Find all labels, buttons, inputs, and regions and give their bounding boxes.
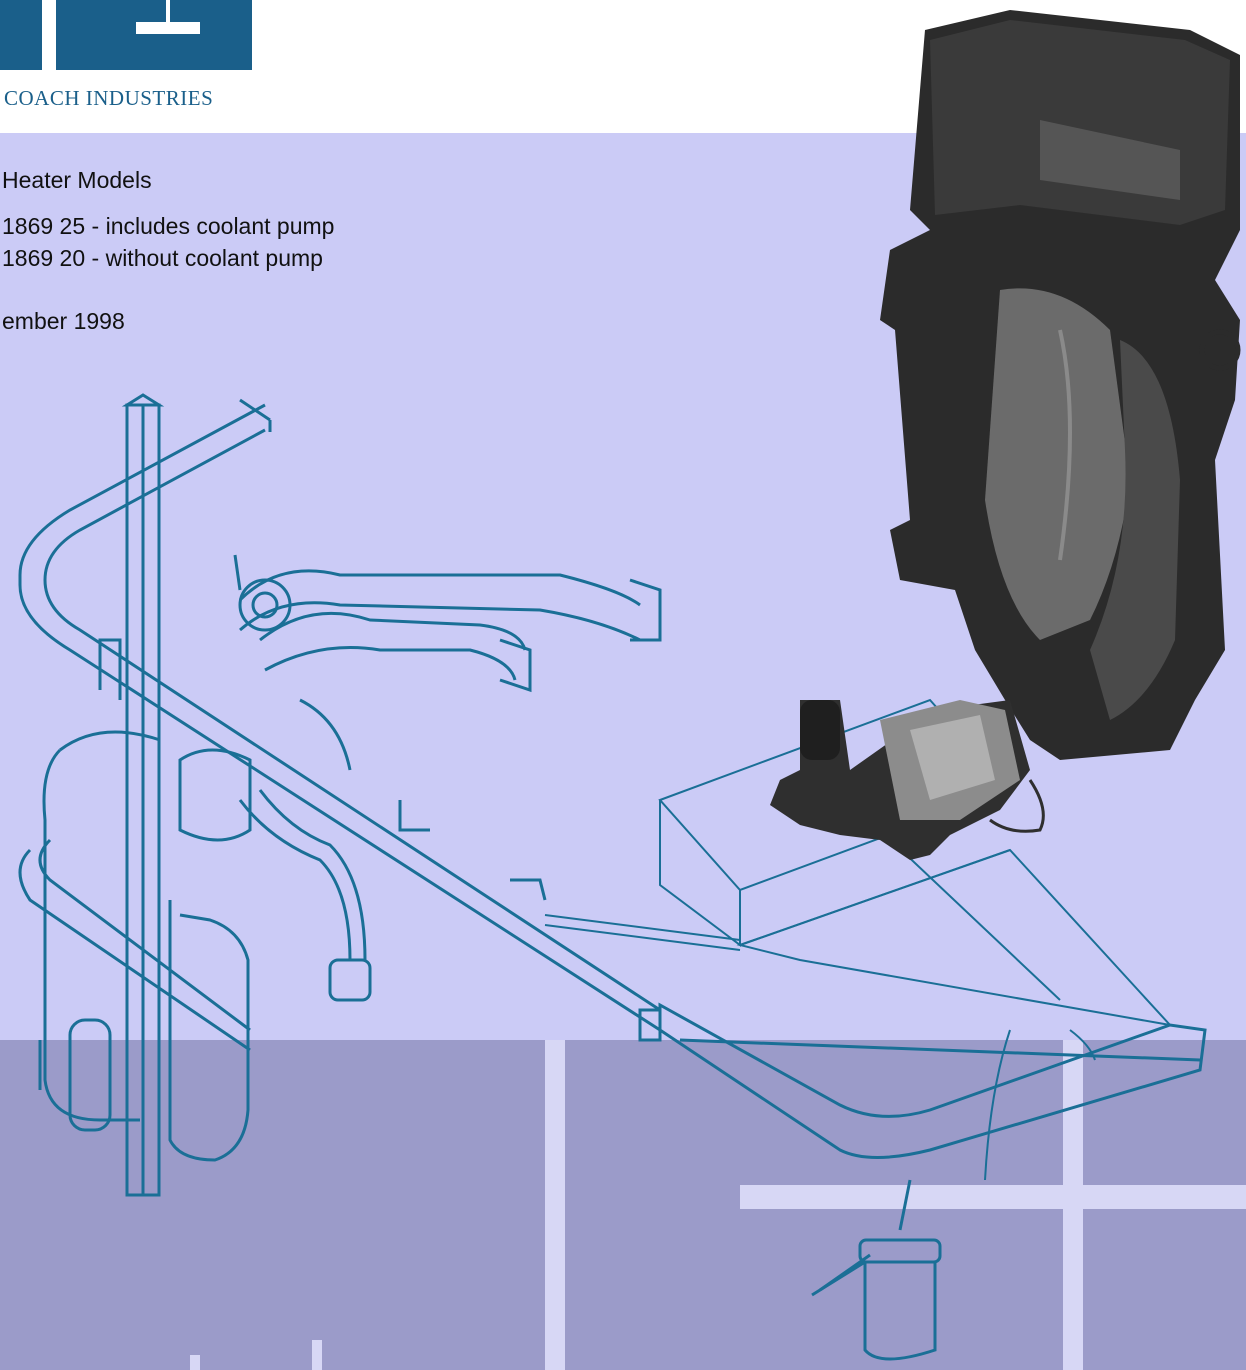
heading: Heater Models: [2, 167, 152, 193]
model-line-2: 1869 20 - without coolant pump: [2, 245, 323, 271]
model-info: Heater Models 1869 25 - includes coolant…: [2, 167, 334, 335]
heater-photo: [880, 10, 1241, 760]
document-date: ember 1998: [2, 308, 125, 334]
support-post: [121, 393, 165, 1197]
logo-mark: [0, 0, 252, 70]
model-line-1: 1869 25 - includes coolant pump: [2, 213, 335, 239]
coolant-hoses: [178, 554, 662, 1002]
frame-rails: [18, 398, 1207, 1159]
coolant-pump-photo: [770, 700, 1045, 860]
floor-grid: [190, 1040, 1246, 1370]
company-name: COACH INDUSTRIES: [4, 86, 214, 110]
company-logo: COACH INDUSTRIES: [0, 0, 260, 118]
fuel-filter: [811, 1179, 942, 1361]
heater-unit-outline: [38, 638, 250, 1162]
model-list: 1869 25 - includes coolant pump 1869 20 …: [2, 210, 334, 274]
